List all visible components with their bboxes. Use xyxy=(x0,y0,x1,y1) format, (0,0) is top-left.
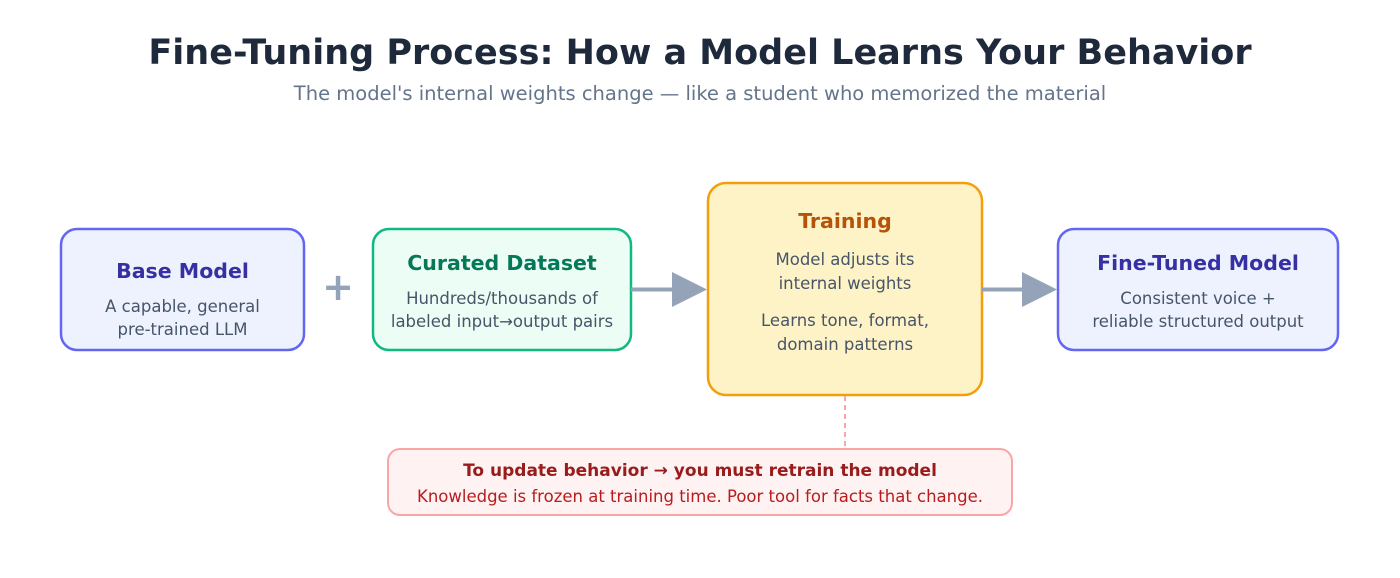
base-model-node: Base Model A capable, general pre-traine… xyxy=(59,227,306,352)
fine-tuned-model-node: Fine-Tuned Model Consistent voice + reli… xyxy=(1056,227,1340,352)
curated-dataset-line-1: Hundreds/thousands of xyxy=(406,289,599,308)
arrow-dataset-to-training xyxy=(631,272,707,307)
training-node: Training Model adjusts its internal weig… xyxy=(706,181,984,397)
curated-dataset-line-2: labeled input→output pairs xyxy=(391,312,613,331)
training-title: Training xyxy=(798,209,892,233)
base-model-line-1: A capable, general xyxy=(105,297,260,316)
retrain-note: To update behavior → you must retrain th… xyxy=(387,448,1013,516)
fine-tuned-model-title: Fine-Tuned Model xyxy=(1097,251,1299,275)
fine-tuned-model-line-2: reliable structured output xyxy=(1092,312,1304,331)
arrow-training-to-finetuned xyxy=(982,272,1057,307)
retrain-note-text: Knowledge is frozen at training time. Po… xyxy=(417,487,983,506)
page-subtitle: The model's internal weights change — li… xyxy=(293,82,1106,105)
fine-tuned-model-box xyxy=(1056,227,1340,352)
page-title: Fine-Tuning Process: How a Model Learns … xyxy=(148,33,1252,73)
retrain-note-title: To update behavior → you must retrain th… xyxy=(463,461,937,481)
base-model-box xyxy=(59,227,306,352)
plus-connector: + xyxy=(322,265,354,309)
base-model-title: Base Model xyxy=(116,259,249,283)
training-line-4: domain patterns xyxy=(777,335,913,354)
retrain-note-box xyxy=(387,448,1013,516)
curated-dataset-title: Curated Dataset xyxy=(407,251,597,275)
base-model-line-2: pre-trained LLM xyxy=(118,320,248,339)
training-line-2: internal weights xyxy=(779,274,912,293)
training-line-1: Model adjusts its xyxy=(776,250,915,269)
curated-dataset-node: Curated Dataset Hundreds/thousands of la… xyxy=(371,227,633,352)
fine-tuned-model-line-1: Consistent voice + xyxy=(1120,289,1275,308)
training-line-3: Learns tone, format, xyxy=(761,311,929,330)
